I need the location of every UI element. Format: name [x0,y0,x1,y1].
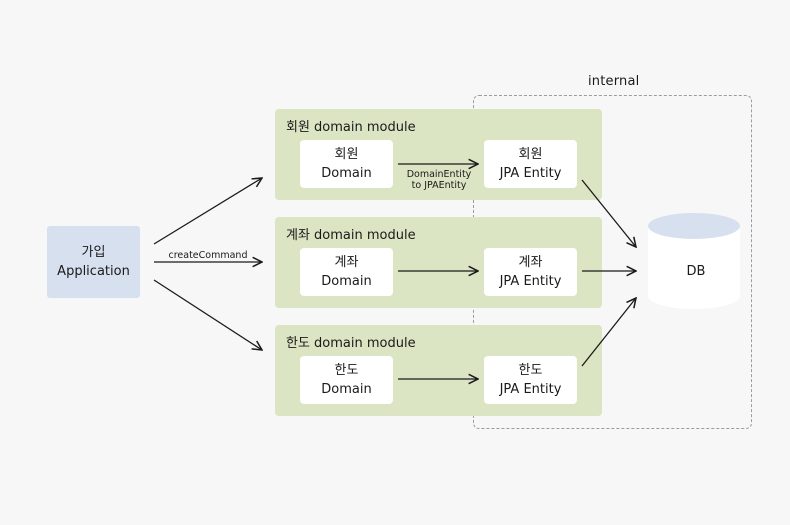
application-box: 가입 Application [47,226,140,298]
card-line1: 계좌 [334,255,359,270]
module-title: 회원 domain module [286,120,416,135]
internal-label: internal [588,74,640,89]
member-entity-card: 회원 JPA Entity [484,140,577,188]
card-line2: Domain [321,382,372,397]
card-line1: 회원 [518,147,543,162]
account-entity-card: 계좌 JPA Entity [484,248,577,296]
limit-domain-card: 한도 Domain [300,356,393,404]
arrow-limit-entity-to-db [581,298,636,367]
application-line2: Application [57,264,130,279]
limit-entity-card: 한도 JPA Entity [484,356,577,404]
member-domain-card: 회원 Domain [300,140,393,188]
arrow-app-to-member [153,178,262,245]
mapping-label-line1: DomainEntity [406,169,472,180]
mapping-label-line2: to JPAEntity [411,180,467,191]
mapping-label: DomainEntity to JPAEntity [402,169,476,191]
db-label: DB [686,264,706,279]
card-line2: JPA Entity [499,382,562,397]
card-line2: Domain [321,274,372,289]
account-domain-card: 계좌 Domain [300,248,393,296]
module-title: 한도 domain module [286,336,416,351]
card-line1: 회원 [334,147,359,162]
db-cylinder [648,213,740,309]
card-line2: JPA Entity [499,166,562,181]
create-command-label: createCommand [168,250,248,261]
card-line1: 한도 [334,363,359,378]
application-line1: 가입 [81,245,106,260]
card-line1: 한도 [518,363,543,378]
arrow-member-entity-to-db [581,179,636,247]
card-line1: 계좌 [518,255,543,270]
arrow-app-to-limit [153,279,262,350]
card-line2: Domain [321,166,372,181]
card-line2: JPA Entity [499,274,562,289]
module-title: 계좌 domain module [286,228,416,243]
